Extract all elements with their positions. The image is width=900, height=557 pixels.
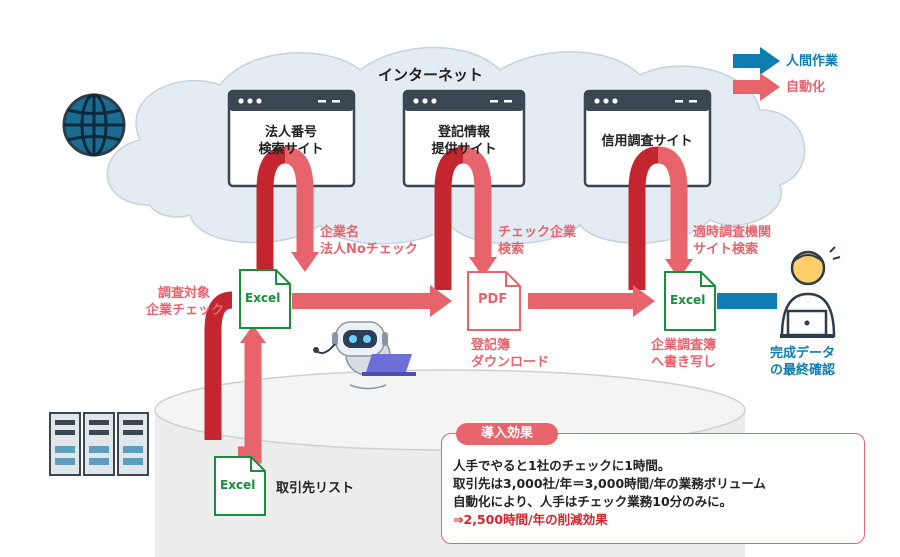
legend-auto-arrow (733, 73, 780, 101)
pdf-file-icon (467, 271, 521, 331)
step-corp-name-line-2: 法人Noチェック (320, 242, 418, 257)
step-final-check-line-1: 完成データ (770, 346, 836, 361)
step-agency-search: 適時調査機関 サイト検索 (693, 224, 771, 258)
legend-manual-arrow (733, 47, 780, 75)
pdf-label: PDF (478, 292, 508, 307)
step-agency-search-line-2: サイト検索 (693, 242, 759, 257)
step-corp-name-line-1: 企業名 (320, 225, 360, 240)
laptop-icon (780, 309, 834, 338)
browser-window-icon (227, 89, 356, 188)
step-registry-download: 登記簿 ダウンロード (471, 337, 549, 371)
step-target-check: 調査対象 企業チェック (146, 285, 224, 319)
site-label-2: 登記情報 提供サイト (402, 124, 526, 158)
site-2-line-1: 登記情報 (437, 125, 490, 140)
step-target-check-line-1: 調査対象 (158, 286, 211, 301)
step-target-check-line-2: 企業チェック (146, 303, 225, 318)
effect-title: 導入効果 (456, 423, 558, 445)
step-check-search-line-2: 検索 (498, 242, 525, 257)
site-1-line-2: 検索サイト (258, 142, 324, 157)
site-2-line-2: 提供サイト (431, 142, 497, 157)
globe-icon (62, 93, 126, 157)
site-label-3: 信用調査サイト (585, 133, 709, 150)
loop-arrow-2 (434, 146, 497, 290)
step-transcribe: 企業調査簿 へ書き写し (651, 337, 716, 371)
step-check-search: チェック企業 検索 (498, 224, 576, 258)
loop-arrow-1 (256, 146, 319, 272)
step-registry-download-line-1: 登記簿 (471, 338, 511, 353)
site-label-1: 法人番号 検索サイト (229, 124, 353, 158)
excel-file-icon (214, 456, 266, 516)
excel-file-icon (239, 269, 291, 329)
step-final-check-line-2: の最終確認 (770, 363, 836, 378)
loop-arrow-left (204, 291, 266, 464)
browser-window-icon (402, 89, 526, 188)
step-corp-name: 企業名 法人Noチェック (320, 224, 418, 258)
legend-auto-label: 自動化 (786, 80, 826, 95)
effect-line-3: 自動化により、人手はチェック業務10分のみに。 (453, 494, 733, 509)
step-transcribe-line-1: 企業調査簿 (651, 338, 717, 353)
step-final-check: 完成データ の最終確認 (770, 345, 835, 379)
client-list-label: 取引先リスト (276, 481, 355, 496)
internet-label: インターネット (378, 66, 484, 84)
excel-label-1: Excel (245, 291, 281, 305)
step-registry-download-line-2: ダウンロード (471, 355, 550, 370)
flow-arrow-2 (528, 285, 655, 317)
server-icon (49, 412, 149, 476)
flow-arrow-manual (717, 293, 777, 309)
excel-file-icon (664, 271, 716, 331)
effect-result: ⇒2,500時間/年の削減効果 (453, 512, 608, 527)
legend-manual-label: 人間作業 (786, 54, 839, 69)
excel-label-2: Excel (670, 293, 706, 307)
step-transcribe-line-2: へ書き写し (651, 355, 717, 370)
excel-label-3: Excel (220, 478, 256, 492)
effect-box (441, 433, 865, 544)
step-agency-search-line-1: 適時調査機関 (693, 225, 772, 240)
site-1-line-1: 法人番号 (264, 125, 317, 140)
site-3-line-1: 信用調査サイト (601, 134, 693, 149)
step-check-search-line-1: チェック企業 (498, 225, 577, 240)
flow-arrow-1 (292, 285, 452, 317)
effect-line-2: 取引先は3,000社/年＝3,000時間/年の業務ボリューム (453, 476, 766, 491)
effect-line-1: 人手でやると1社のチェックに1時間。 (453, 458, 671, 473)
loop-arrow-3 (628, 146, 693, 290)
robot-icon (313, 321, 416, 390)
